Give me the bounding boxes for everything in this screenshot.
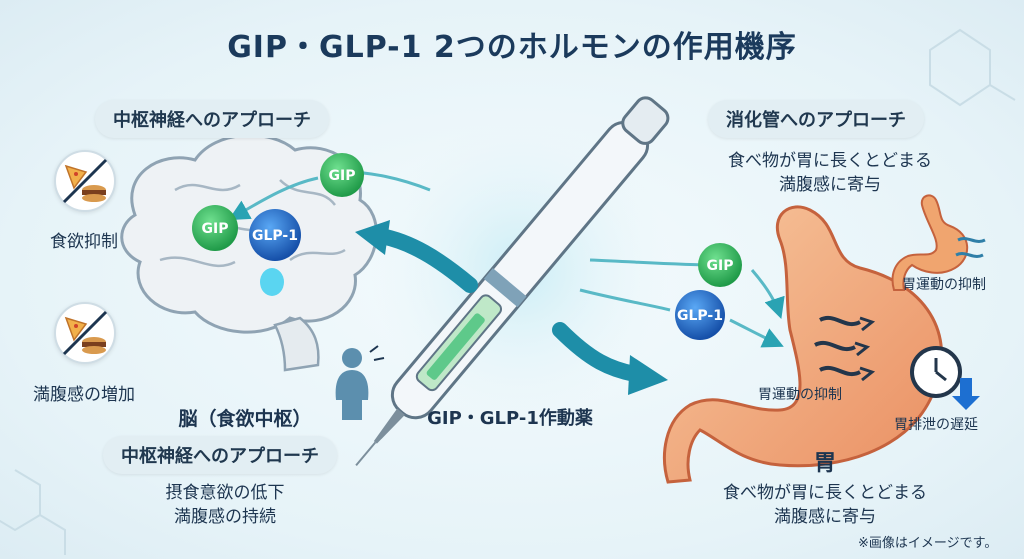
left-approach-pill-top: 中枢神経へのアプローチ <box>95 100 329 138</box>
clock-icon <box>910 346 980 410</box>
sustained-satiety-label: 満腹感の持続 <box>174 507 276 527</box>
person-icon <box>335 345 385 420</box>
drug-label: GIP・GLP-1作動薬 <box>427 408 593 429</box>
small-stomach-icon <box>891 194 986 291</box>
gastric-emptying-delay-label: 胃排泄の遅延 <box>894 417 978 433</box>
arrow-line-gip-brain <box>228 176 319 221</box>
pizza-burger-icon-bottom <box>62 310 108 356</box>
molecule-decoration-bottom-left <box>0 469 66 555</box>
arrow-line-glp1-stomach-2 <box>729 318 784 348</box>
stomach-illustration <box>662 205 944 484</box>
gip-bubble-top-label: GIP <box>329 168 356 184</box>
appetite-suppression-label: 食欲抑制 <box>50 232 118 252</box>
right-bottom-line2: 満腹感に寄与 <box>774 507 876 527</box>
arrow-line-glp1-stomach <box>579 288 671 312</box>
gip-bubble-stomach: GIP <box>698 243 742 287</box>
footnote: ※画像はイメージです。 <box>858 536 998 551</box>
food-crossed-icon-top <box>54 150 116 212</box>
pizza-burger-icon-top <box>62 158 108 204</box>
arrow-head-brain <box>355 220 390 255</box>
gastric-motility-side-label: 胃運動の抑制 <box>902 277 986 293</box>
stomach-label: 胃 <box>813 451 836 476</box>
reduced-eating-desire-label: 摂食意欲の低下 <box>165 483 285 503</box>
glp1-bubble-stomach-label: GLP-1 <box>677 308 723 324</box>
pen-injector <box>355 96 670 466</box>
gastric-motility-inside-label: 胃運動の抑制 <box>758 387 842 403</box>
gip-bubble-brain: GIP <box>192 205 238 251</box>
satiety-increase-label: 満腹感の増加 <box>33 385 135 405</box>
page-title: GIP・GLP-1 2つのホルモンの作用機序 <box>227 30 797 65</box>
brain-label: 脳（食欲中枢） <box>178 408 312 430</box>
molecule-decoration-top-right <box>929 28 1016 107</box>
glp1-bubble-brain: GLP-1 <box>249 209 301 261</box>
gip-bubble-brain-label: GIP <box>202 221 229 237</box>
food-crossed-icon-bottom <box>54 302 116 364</box>
right-bottom-line1: 食べ物が胃に長くとどまる <box>723 483 927 503</box>
arrow-head-stomach <box>628 355 668 395</box>
gip-bubble-top: GIP <box>320 153 364 197</box>
right-approach-pill: 消化管へのアプローチ <box>708 100 924 138</box>
arrow-line-gip-stomach-2 <box>750 269 785 319</box>
gip-bubble-stomach-label: GIP <box>707 258 734 274</box>
right-top-line1: 食べ物が胃に長くとどまる <box>728 151 932 171</box>
glp1-bubble-brain-label: GLP-1 <box>252 228 298 244</box>
left-approach-pill-bottom: 中枢神経へのアプローチ <box>103 436 337 474</box>
glp1-bubble-stomach: GLP-1 <box>675 290 725 340</box>
right-top-line2: 満腹感に寄与 <box>779 175 881 195</box>
